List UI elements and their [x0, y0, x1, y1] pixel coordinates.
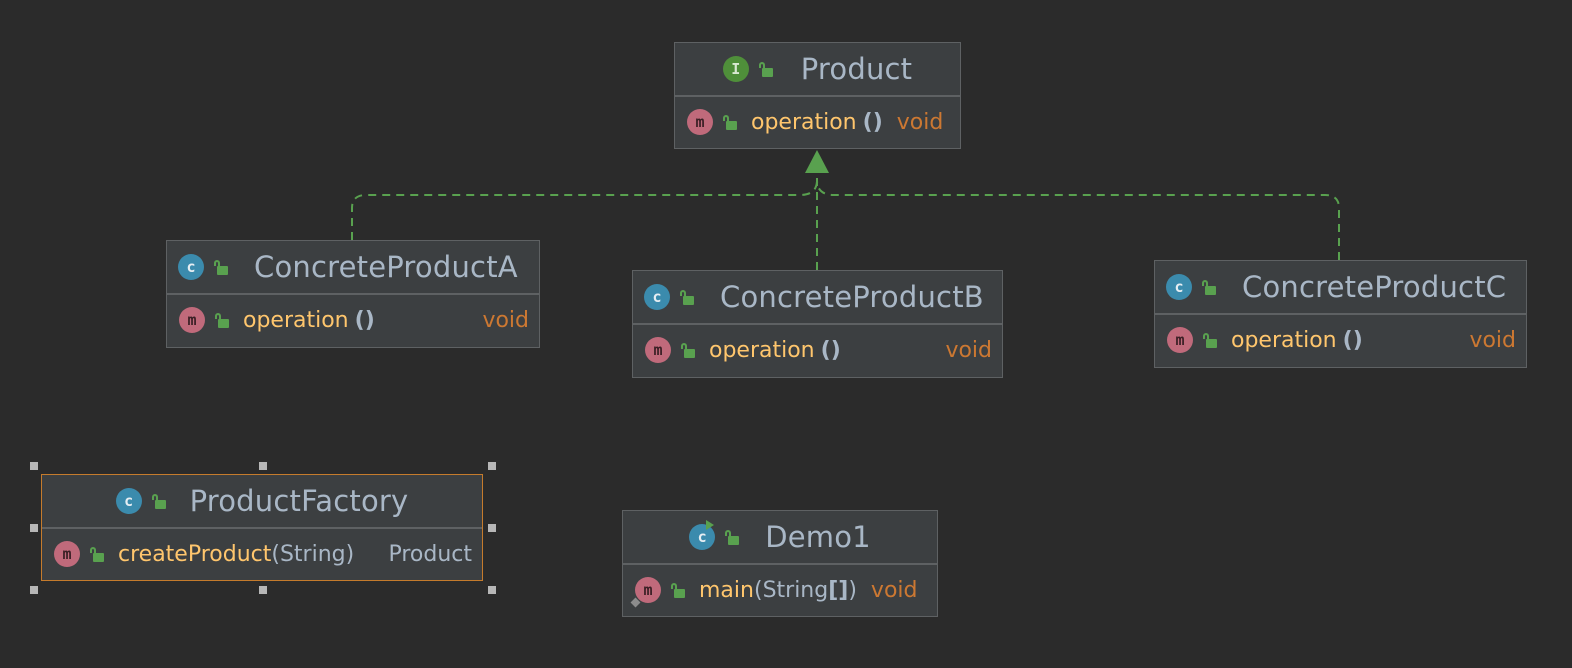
public-lock-icon — [1203, 332, 1217, 348]
method-params: String — [762, 577, 829, 603]
public-lock-icon — [680, 289, 694, 305]
public-lock-icon — [215, 312, 229, 328]
resize-handle-middle-right[interactable] — [488, 524, 496, 532]
node-header: I Product — [675, 43, 960, 97]
node-product[interactable]: I Product m operation () void — [674, 42, 961, 149]
resize-handle-bottom-right[interactable] — [488, 586, 496, 594]
runnable-class-icon-wrap: c — [689, 520, 716, 550]
method-name: operation — [243, 307, 349, 333]
node-demo1[interactable]: c Demo1 m main ( String [] ) void — [622, 510, 938, 617]
method-name: operation — [709, 337, 815, 363]
member-row[interactable]: m operation () void — [1155, 315, 1526, 365]
node-header: c ConcreteProductB — [633, 271, 1002, 325]
resize-handle-top-right[interactable] — [488, 462, 496, 470]
public-lock-icon — [725, 529, 740, 545]
static-method-icon: m — [635, 577, 661, 603]
public-lock-icon — [214, 259, 228, 275]
node-title: ProductFactory — [189, 484, 409, 518]
class-icon: c — [178, 254, 204, 280]
node-header: c ConcreteProductC — [1155, 261, 1526, 315]
method-parens: () — [820, 337, 841, 363]
node-title: ConcreteProductC — [1242, 270, 1507, 304]
method-name: operation — [751, 109, 857, 135]
method-name: createProduct — [118, 541, 272, 567]
abstract-method-icon: m — [687, 109, 713, 135]
resize-handle-bottom-center[interactable] — [259, 586, 267, 594]
realization-arrowhead — [805, 150, 829, 173]
class-icon: c — [644, 284, 670, 310]
method-parens: () — [1342, 327, 1363, 353]
resize-handle-top-center[interactable] — [259, 462, 267, 470]
public-lock-icon — [1202, 279, 1216, 295]
member-row[interactable]: m createProduct ( String ) Product — [42, 529, 482, 579]
node-concreteproductc[interactable]: c ConcreteProductC m operation () void — [1154, 260, 1527, 368]
return-type: Product — [388, 541, 472, 567]
class-icon: c — [115, 488, 142, 514]
public-lock-icon — [723, 114, 737, 130]
public-lock-icon — [90, 546, 104, 562]
resize-handle-top-left[interactable] — [30, 462, 38, 470]
run-marker-icon — [706, 520, 715, 530]
edge-concreteproducta-to-product[interactable] — [351, 179, 818, 240]
resize-handle-middle-left[interactable] — [30, 524, 38, 532]
method-icon: m — [179, 307, 205, 333]
public-lock-icon — [151, 493, 166, 509]
method-open-paren: ( — [753, 577, 763, 603]
return-type: void — [482, 307, 529, 333]
method-open-paren: ( — [271, 541, 280, 567]
node-title: Demo1 — [765, 520, 871, 554]
method-icon: m — [1167, 327, 1193, 353]
node-title: ConcreteProductA — [254, 250, 518, 284]
member-row[interactable]: m operation () void — [633, 325, 1002, 375]
return-type: void — [1469, 327, 1516, 353]
method-parens: () — [862, 109, 883, 135]
public-lock-icon — [681, 342, 695, 358]
member-row[interactable]: m operation () void — [167, 295, 539, 345]
static-method-icon-wrap: m — [630, 577, 661, 608]
class-icon: c — [1166, 274, 1192, 300]
member-row[interactable]: m main ( String [] ) void — [623, 565, 937, 615]
method-close-paren: ) — [345, 541, 355, 567]
method-icon: m — [645, 337, 671, 363]
method-array-brackets: [] — [828, 577, 849, 603]
node-title: Product — [800, 52, 913, 86]
method-params: String — [279, 541, 346, 567]
method-parens: () — [354, 307, 375, 333]
node-header: c ProductFactory — [42, 475, 482, 529]
resize-handle-bottom-left[interactable] — [30, 586, 38, 594]
node-productfactory[interactable]: c ProductFactory m createProduct ( Strin… — [41, 474, 483, 581]
method-name: main — [699, 577, 754, 603]
member-row[interactable]: m operation () void — [675, 97, 960, 147]
node-concreteproductb[interactable]: c ConcreteProductB m operation () void — [632, 270, 1003, 378]
node-header: c Demo1 — [623, 511, 937, 565]
node-concreteproducta[interactable]: c ConcreteProductA m operation () void — [166, 240, 540, 348]
return-type: void — [870, 577, 918, 603]
method-name: operation — [1231, 327, 1337, 353]
method-close-paren: ) — [848, 577, 857, 603]
public-lock-icon — [758, 61, 773, 77]
interface-icon: I — [722, 56, 749, 82]
public-lock-icon — [671, 582, 685, 598]
node-title: ConcreteProductB — [720, 280, 984, 314]
return-type: void — [896, 109, 944, 135]
method-icon: m — [54, 541, 80, 567]
return-type: void — [945, 337, 992, 363]
edge-concreteproductc-to-product[interactable] — [816, 179, 1340, 260]
node-header: c ConcreteProductA — [167, 241, 539, 295]
